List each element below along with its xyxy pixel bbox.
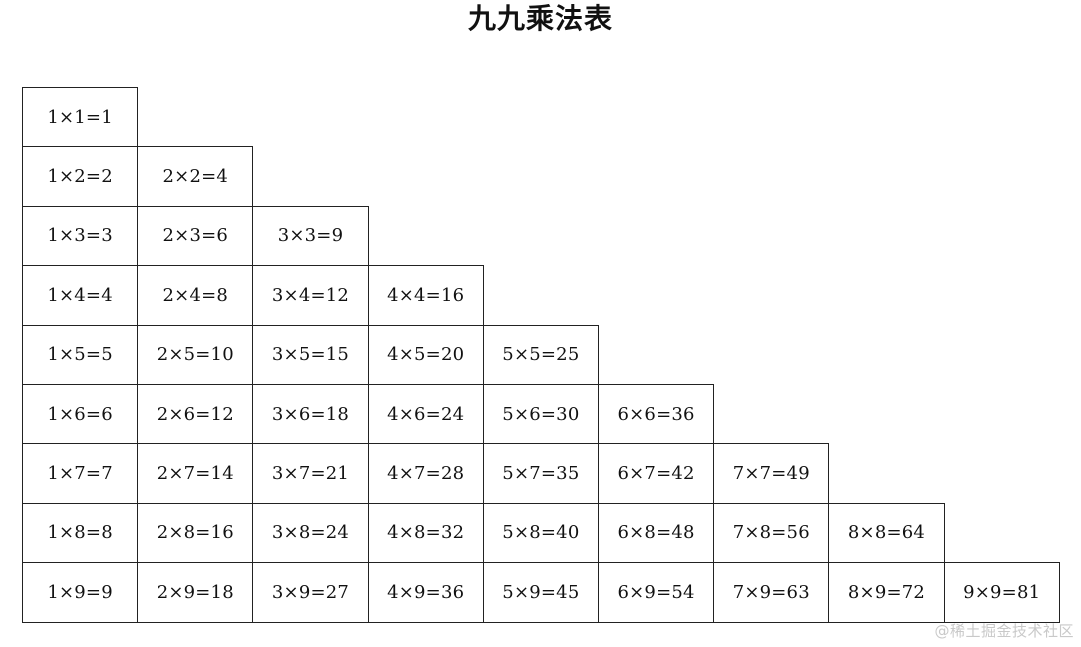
table-cell: 3×6=18 xyxy=(252,384,369,445)
table-cell: 1×3=3 xyxy=(22,205,139,267)
table-cell: 8×8=64 xyxy=(828,502,945,564)
table-cell: 2×6=12 xyxy=(137,384,254,445)
table-cell: 1×7=7 xyxy=(22,443,139,504)
table-cell: 7×8=56 xyxy=(713,502,830,564)
table-cell: 8×9=72 xyxy=(828,562,945,623)
table-cell: 2×9=18 xyxy=(137,562,254,623)
table-cell: 1×1=1 xyxy=(22,87,139,148)
table-cell: 2×7=14 xyxy=(137,443,254,504)
table-cell: 1×4=4 xyxy=(22,265,139,326)
table-cell: 3×7=21 xyxy=(252,443,369,504)
table-cell: 4×7=28 xyxy=(367,443,484,504)
table-cell: 4×8=32 xyxy=(367,502,484,564)
table-cell: 7×7=49 xyxy=(713,443,830,504)
table-cell: 4×6=24 xyxy=(367,384,484,445)
table-cell: 1×5=5 xyxy=(22,324,139,385)
table-cell: 5×6=30 xyxy=(482,384,599,445)
table-cell: 2×3=6 xyxy=(137,205,254,267)
table-cell: 1×6=6 xyxy=(22,384,139,445)
table-cell: 2×8=16 xyxy=(137,502,254,564)
table-cell: 6×9=54 xyxy=(598,562,715,623)
table-cell: 5×9=45 xyxy=(482,562,599,623)
table-cell: 6×8=48 xyxy=(598,502,715,564)
table-cell: 6×6=36 xyxy=(598,384,715,445)
table-cell: 5×8=40 xyxy=(482,502,599,564)
table-cell: 1×8=8 xyxy=(22,502,139,564)
table-cell: 2×2=4 xyxy=(137,146,254,207)
table-cell: 4×5=20 xyxy=(367,324,484,385)
table-cell: 1×9=9 xyxy=(22,562,139,623)
table-cell: 6×7=42 xyxy=(598,443,715,504)
table-cell: 5×7=35 xyxy=(482,443,599,504)
table-cell: 2×5=10 xyxy=(137,324,254,385)
page-title: 九九乘法表 xyxy=(467,2,613,35)
table-cell: 4×4=16 xyxy=(367,265,484,326)
table-cell: 3×4=12 xyxy=(252,265,369,326)
table-cell: 7×9=63 xyxy=(713,562,830,623)
table-cell: 3×9=27 xyxy=(252,562,369,623)
table-cell: 4×9=36 xyxy=(367,562,484,623)
table-cell: 9×9=81 xyxy=(943,562,1060,623)
watermark: @稀土掘金技术社区 xyxy=(934,622,1074,640)
table-cell: 1×2=2 xyxy=(22,146,139,207)
table-cell: 2×4=8 xyxy=(137,265,254,326)
table-cell: 5×5=25 xyxy=(482,324,599,385)
table-cell: 3×8=24 xyxy=(252,502,369,564)
table-cell: 3×3=9 xyxy=(252,205,369,267)
table-cell: 3×5=15 xyxy=(252,324,369,385)
